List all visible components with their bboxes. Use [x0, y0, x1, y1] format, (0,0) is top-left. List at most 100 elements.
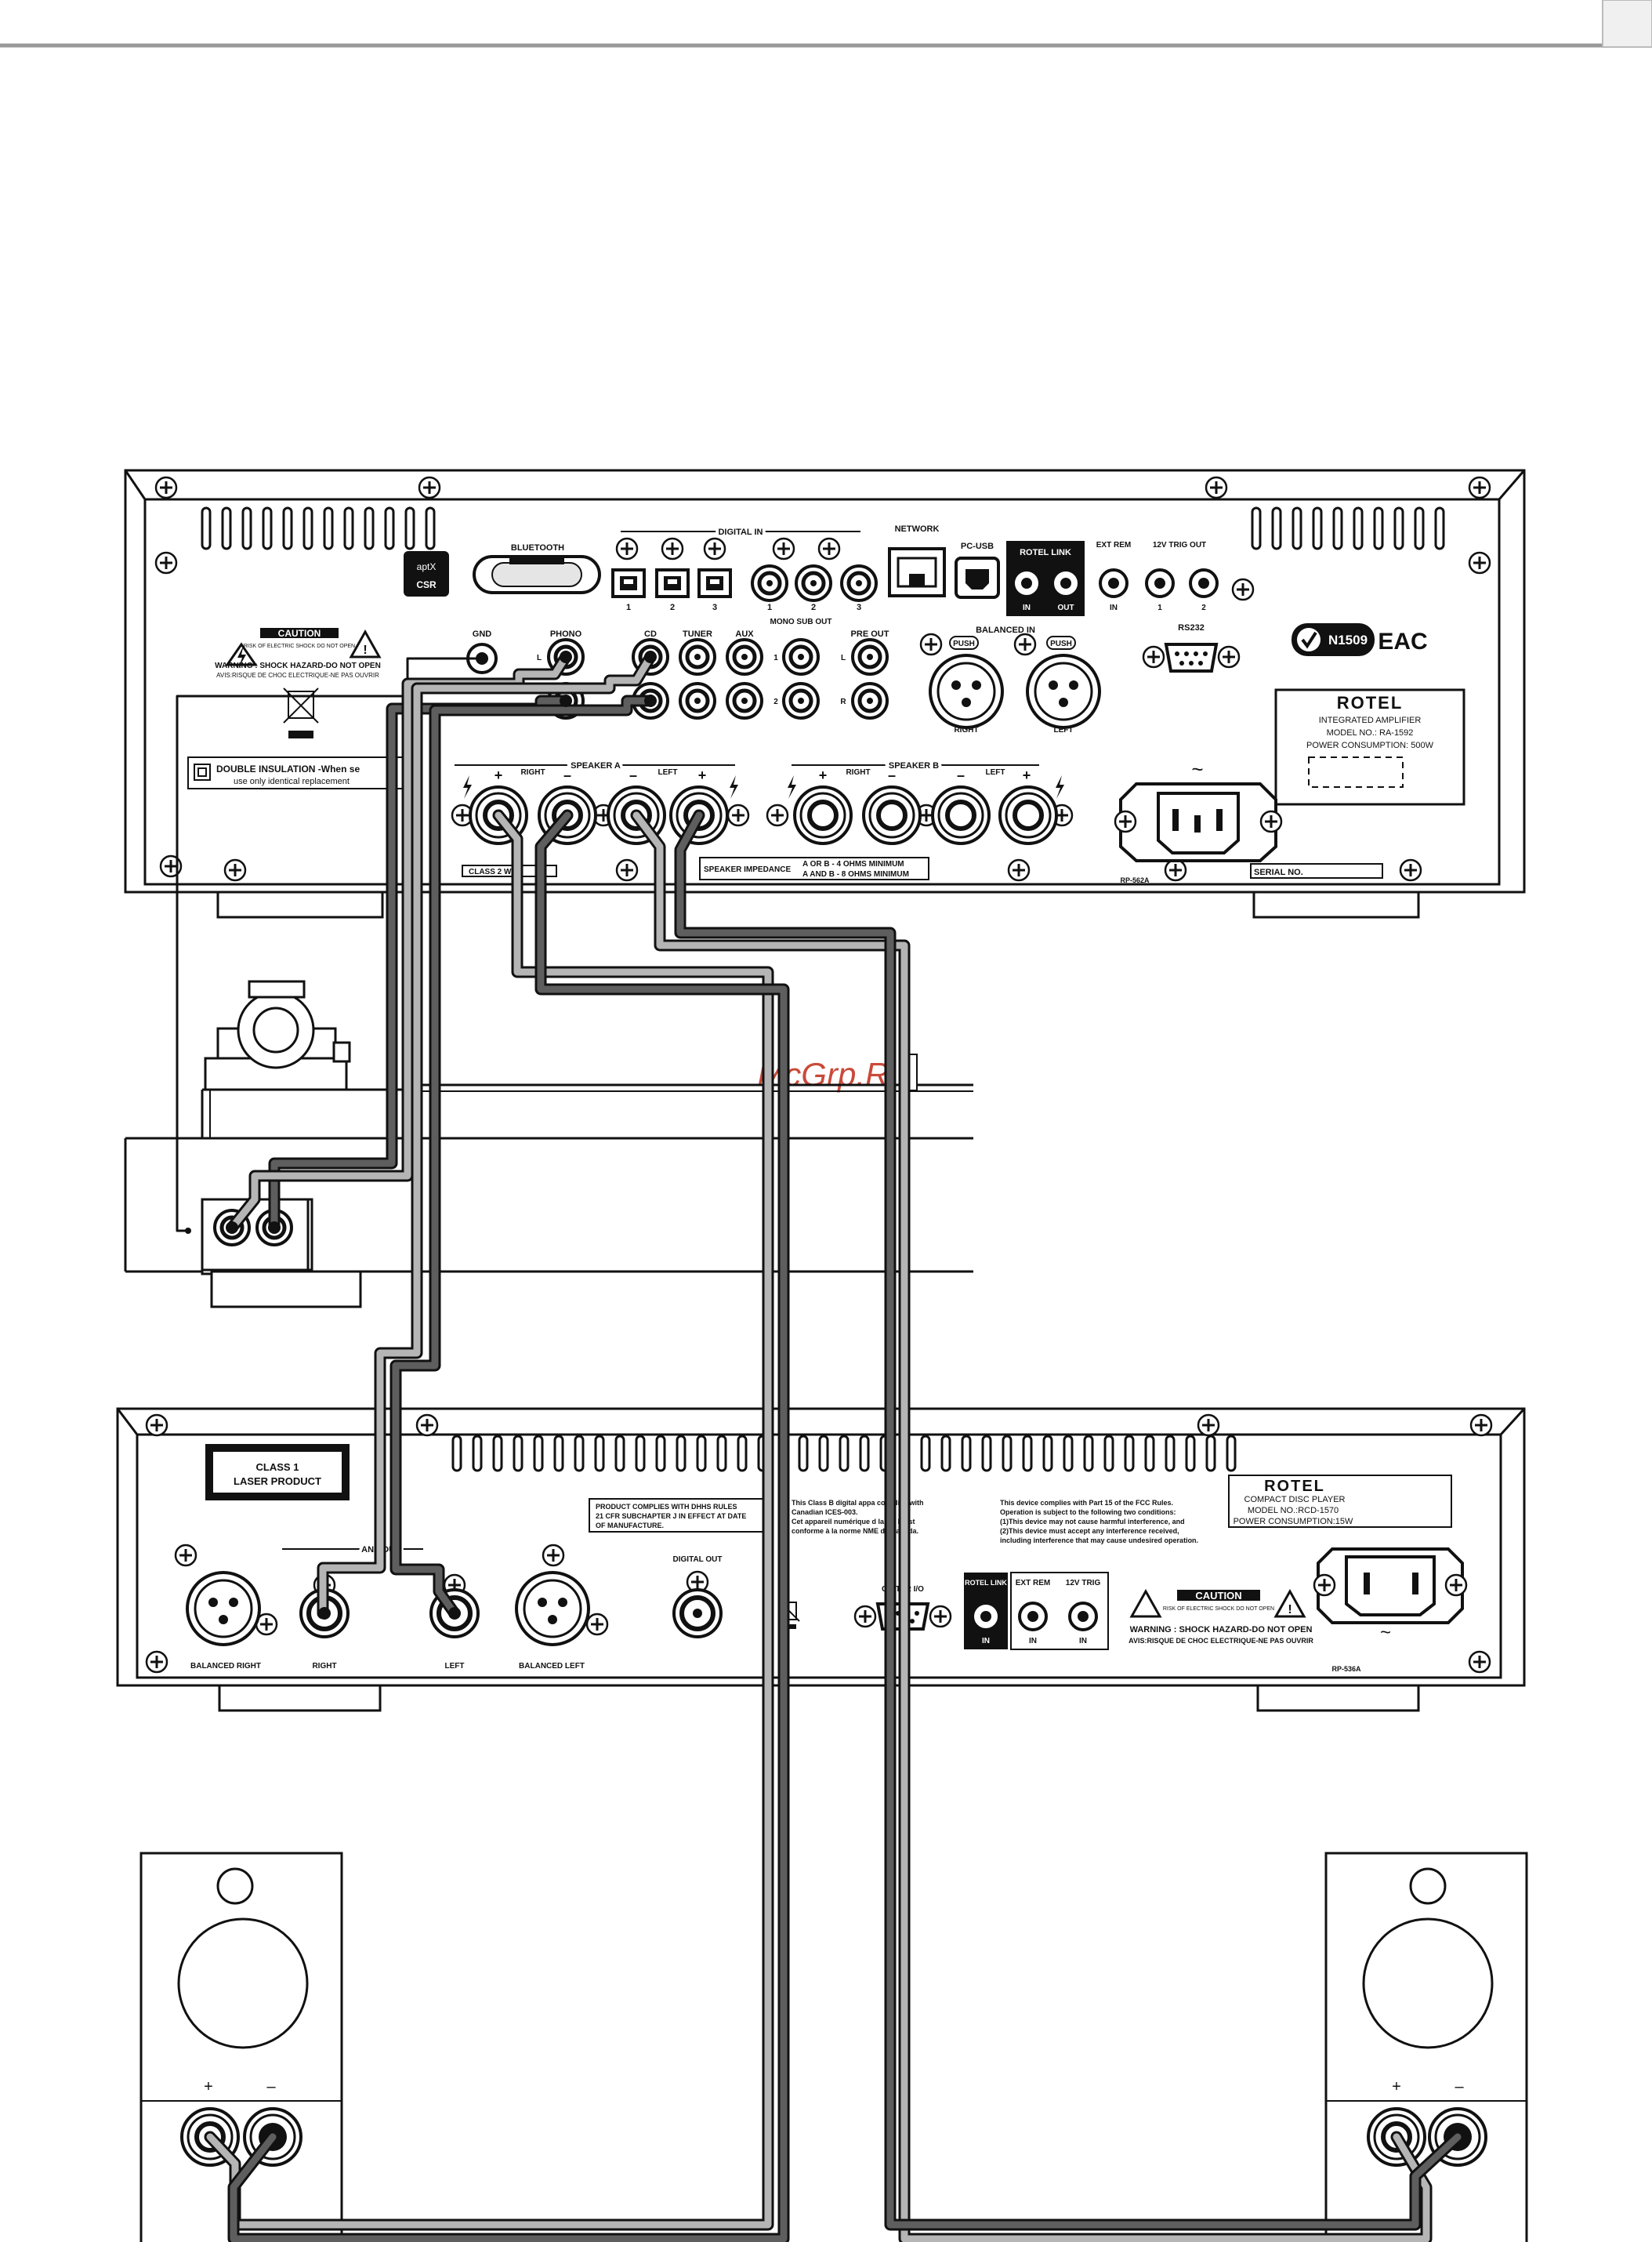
optical-input-1[interactable]: [611, 568, 646, 598]
svg-text:+: +: [204, 2078, 213, 2095]
svg-text:INTEGRATED AMPLIFIER: INTEGRATED AMPLIFIER: [1319, 716, 1422, 725]
bluetooth-label: BLUETOOTH: [511, 543, 564, 553]
coax-input-1[interactable]: [752, 566, 787, 600]
svg-text:including interference that ma: including interference that may cause un…: [1000, 1536, 1198, 1544]
speaker-cable-left: [630, 809, 1464, 2242]
rotel-link-in[interactable]: [1012, 568, 1042, 598]
balanced-in-label: BALANCED IN: [976, 626, 1035, 635]
sub-out-2[interactable]: [784, 684, 818, 718]
ac-power-inlet[interactable]: [1114, 782, 1283, 862]
ground-wire: [176, 657, 484, 1232]
cd-ext-rem-label: EXT REM: [1016, 1579, 1050, 1587]
amplifier-rear-panel: aptX CSR BLUETOOTH DIGITAL IN 1 2 3 1 2 …: [124, 469, 1526, 919]
speaker-b-right-plus[interactable]: [795, 787, 851, 843]
coax-input-2[interactable]: [796, 566, 831, 600]
svg-text:~: ~: [1380, 1622, 1391, 1643]
aux-input-right[interactable]: [727, 684, 762, 718]
speaker-right: + –: [139, 1852, 343, 2242]
ext-rem-label: EXT REM: [1096, 541, 1131, 550]
svg-text:ROTEL: ROTEL: [1337, 693, 1404, 713]
svg-text:IN: IN: [1110, 604, 1118, 612]
optical-input-3[interactable]: [697, 568, 732, 598]
trig-out-2[interactable]: [1189, 568, 1219, 598]
svg-text:+: +: [1023, 767, 1031, 783]
coax-input-3[interactable]: [842, 566, 876, 600]
svg-text:–: –: [629, 767, 637, 783]
speaker-b-left-minus[interactable]: [933, 787, 989, 843]
double-insulation-label: DOUBLE INSULATION -When se use only iden…: [187, 756, 418, 789]
svg-text:This Class B digital appa: This Class B digital appa complies with: [792, 1499, 924, 1507]
svg-text:–: –: [563, 767, 571, 783]
phono-label: PHONO: [550, 629, 582, 639]
cd-rotel-link-in[interactable]: [971, 1602, 1001, 1631]
svg-text:Operation is subject to the fo: Operation is subject to the following tw…: [1000, 1508, 1176, 1516]
canada-compliance-text: This Class B digital appa complies with …: [792, 1499, 924, 1535]
cd-label: CD: [644, 629, 657, 639]
balanced-in-right[interactable]: [929, 654, 1004, 729]
balanced-out-right[interactable]: [186, 1571, 261, 1646]
svg-text:+: +: [819, 767, 828, 783]
rotel-link-out[interactable]: [1051, 568, 1081, 598]
turntable-side-view: [124, 980, 973, 1308]
svg-text:3: 3: [712, 603, 717, 612]
balanced-in-left[interactable]: [1026, 654, 1101, 729]
digital-out-coax[interactable]: [674, 1590, 721, 1637]
pre-out-right[interactable]: [853, 684, 887, 718]
svg-text:IN: IN: [1023, 604, 1031, 612]
svg-text:2: 2: [811, 603, 816, 612]
svg-text:LASER PRODUCT: LASER PRODUCT: [234, 1475, 321, 1487]
svg-text:RISK OF ELECTRIC SHOCK DO NOT: RISK OF ELECTRIC SHOCK DO NOT OPEN: [244, 644, 355, 649]
svg-text:L: L: [841, 654, 846, 662]
tuner-input-left[interactable]: [680, 640, 715, 674]
cd-ac-power-inlet[interactable]: [1313, 1547, 1468, 1624]
svg-text:+: +: [1392, 2078, 1401, 2095]
svg-text:1: 1: [767, 603, 772, 612]
trig-out-1[interactable]: [1145, 568, 1175, 598]
pre-out-left[interactable]: [853, 640, 887, 674]
speaker-a-label: SPEAKER A: [571, 761, 621, 771]
cd-trig-in[interactable]: [1068, 1602, 1098, 1631]
balanced-out-left[interactable]: [515, 1571, 590, 1646]
svg-text:conforme à la norme NME: conforme à la norme NME du Canada.: [792, 1527, 918, 1535]
svg-text:1: 1: [626, 603, 631, 612]
svg-text:1: 1: [773, 654, 778, 662]
amp-rp-code: RP-562A: [1120, 876, 1150, 884]
svg-text:R: R: [840, 698, 846, 706]
phono-cable-left: [226, 651, 572, 1234]
svg-text:RIGHT: RIGHT: [312, 1662, 336, 1671]
ext-rem-in[interactable]: [1099, 568, 1129, 598]
svg-text:LEFT: LEFT: [986, 768, 1005, 777]
aux-input-left[interactable]: [727, 640, 762, 674]
svg-text:!: !: [1288, 1603, 1292, 1616]
digital-out-label: DIGITAL OUT: [673, 1555, 723, 1564]
sub-out-1[interactable]: [784, 640, 818, 674]
svg-text:MODEL NO.: RA-1592: MODEL NO.: RA-1592: [1327, 728, 1414, 738]
mono-sub-out-label: MONO SUB OUT: [770, 618, 832, 626]
speaker-b-left-plus[interactable]: [1000, 787, 1056, 843]
speaker-cable-right: [204, 809, 790, 2242]
tuner-input-right[interactable]: [680, 684, 715, 718]
cd-rp-code: RP-536A: [1331, 1665, 1361, 1673]
svg-text:Canadian ICES-003.: Canadian ICES-003.: [792, 1508, 858, 1516]
svg-text:1: 1: [1157, 604, 1162, 612]
svg-text:This device complies with Part: This device complies with Part 15 of the…: [1000, 1499, 1173, 1507]
speaker-b-right-minus[interactable]: [864, 787, 920, 843]
cd-ext-rem-in[interactable]: [1018, 1602, 1048, 1631]
svg-text:IN: IN: [982, 1637, 990, 1645]
cd-trig-label: 12V TRIG: [1066, 1579, 1101, 1587]
caution-warning-label: CAUTION RISK OF ELECTRIC SHOCK DO NOT OP…: [215, 628, 382, 679]
speaker-impedance-label: [699, 857, 929, 880]
svg-text:CAUTION: CAUTION: [1195, 1590, 1241, 1602]
svg-text:(2)This device must accept any: (2)This device must accept any interfere…: [1000, 1527, 1179, 1535]
speaker-b-label: SPEAKER B: [889, 761, 939, 771]
pc-usb-label: PC-USB: [961, 542, 994, 551]
svg-text:–: –: [1455, 2078, 1464, 2095]
tuner-label: TUNER: [683, 629, 712, 639]
svg-text:ROTEL LINK: ROTEL LINK: [1020, 548, 1071, 557]
svg-text:–: –: [888, 767, 896, 783]
rs232-port[interactable]: [1142, 643, 1241, 673]
optical-input-2[interactable]: [655, 568, 690, 598]
svg-text:(1)This device may not cause h: (1)This device may not cause harmful int…: [1000, 1518, 1185, 1526]
amp-model-label: ROTEL INTEGRATED AMPLIFIER MODEL NO.: RA…: [1274, 688, 1465, 806]
